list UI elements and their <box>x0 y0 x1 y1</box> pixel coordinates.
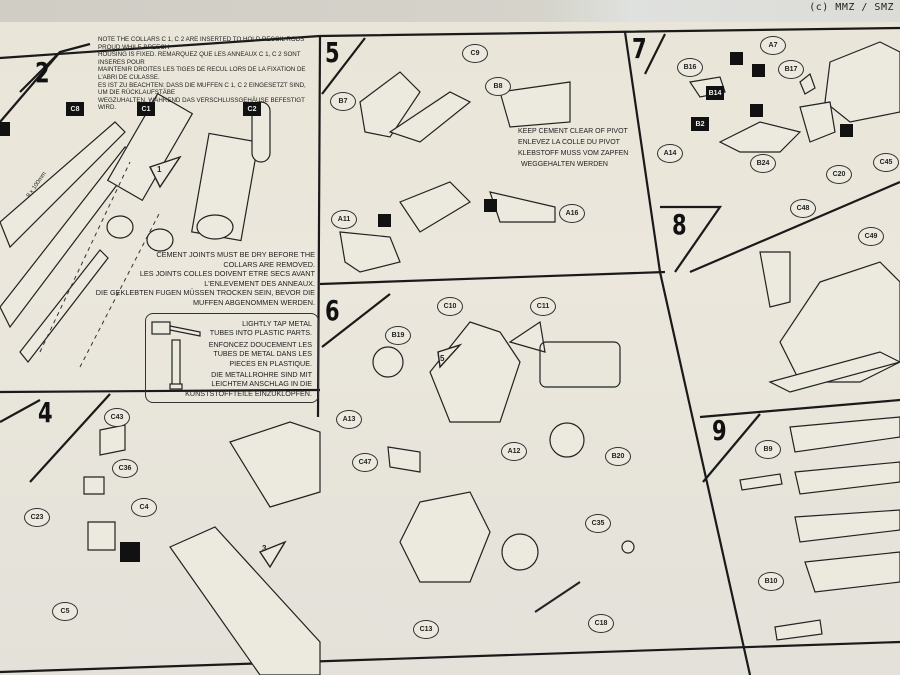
cement-marker-b16 <box>730 52 743 65</box>
step-number-6: 6 <box>325 294 340 327</box>
part-label-b16: B16 <box>677 58 703 77</box>
part-label-b24: B24 <box>750 154 776 173</box>
part-label-b7: B7 <box>330 92 356 111</box>
part-label-c35: C35 <box>585 514 611 533</box>
part-label-c49: C49 <box>858 227 884 246</box>
part-label-c45: C45 <box>873 153 899 172</box>
part-label-c1: C1 <box>137 102 155 116</box>
part-label-a14: A14 <box>657 144 683 163</box>
panel-frames <box>0 26 900 675</box>
part-label-c48: C48 <box>790 199 816 218</box>
collar-note: NOTE THE COLLARS C 1, C 2 ARE INSERTED T… <box>98 36 306 112</box>
part-label-c2: C2 <box>243 102 261 116</box>
part-label-b10: B10 <box>758 572 784 591</box>
part-label-c43: C43 <box>104 408 130 427</box>
part-label-c36: C36 <box>112 459 138 478</box>
part-label-c23: C23 <box>24 508 50 527</box>
part-label-a16: A16 <box>559 204 585 223</box>
subassembly-ref-5: 5 <box>440 354 445 363</box>
part-label-b2: B2 <box>691 117 709 131</box>
instruction-sheet: 2 5 7 8 6 4 9 NOTE THE COLLARS C 1, C 2 … <box>0 22 900 675</box>
part-label-c1-step1 <box>0 122 10 136</box>
step-number-5: 5 <box>325 36 340 69</box>
part-label-c18: C18 <box>588 614 614 633</box>
step-number-9: 9 <box>712 414 727 447</box>
part-label-c20: C20 <box>826 165 852 184</box>
step-number-8: 8 <box>672 208 687 241</box>
part-label-c8: C8 <box>66 102 84 116</box>
cement-marker-b2 <box>750 104 763 117</box>
part-label-a13: A13 <box>336 410 362 429</box>
part-label-a12: A12 <box>501 442 527 461</box>
subassembly-ref-1: 1 <box>157 165 162 174</box>
part-label-c11: C11 <box>530 297 556 316</box>
subassembly-ref-3: 3 <box>262 544 267 553</box>
part-label-b8: B8 <box>485 77 511 96</box>
part-label-b20: B20 <box>605 447 631 466</box>
part-label-a7: A7 <box>760 36 786 55</box>
part-label-c9: C9 <box>462 44 488 63</box>
part-label-c5: C5 <box>52 602 78 621</box>
step-number-4: 4 <box>38 396 53 429</box>
part-label-a11: A11 <box>331 210 357 229</box>
part-label-c47: C47 <box>352 453 378 472</box>
part-label-b19: B19 <box>385 326 411 345</box>
part-label-c13: C13 <box>413 620 439 639</box>
part-label-c10: C10 <box>437 297 463 316</box>
part-label-b17: B17 <box>778 60 804 79</box>
part-label-b14: B14 <box>706 86 724 100</box>
watermark: (c) MMZ / SMZ <box>809 2 894 13</box>
cement-marker-a16 <box>484 199 497 212</box>
part-label-b9: B9 <box>755 440 781 459</box>
cement-marker-carriage <box>840 124 853 137</box>
part-label-c4: C4 <box>131 498 157 517</box>
cement-marker-a11 <box>378 214 391 227</box>
cement-marker-b17 <box>752 64 765 77</box>
step-number-7: 7 <box>632 32 647 65</box>
step-number-2: 2 <box>35 56 50 89</box>
cement-marker-step4 <box>120 542 140 562</box>
